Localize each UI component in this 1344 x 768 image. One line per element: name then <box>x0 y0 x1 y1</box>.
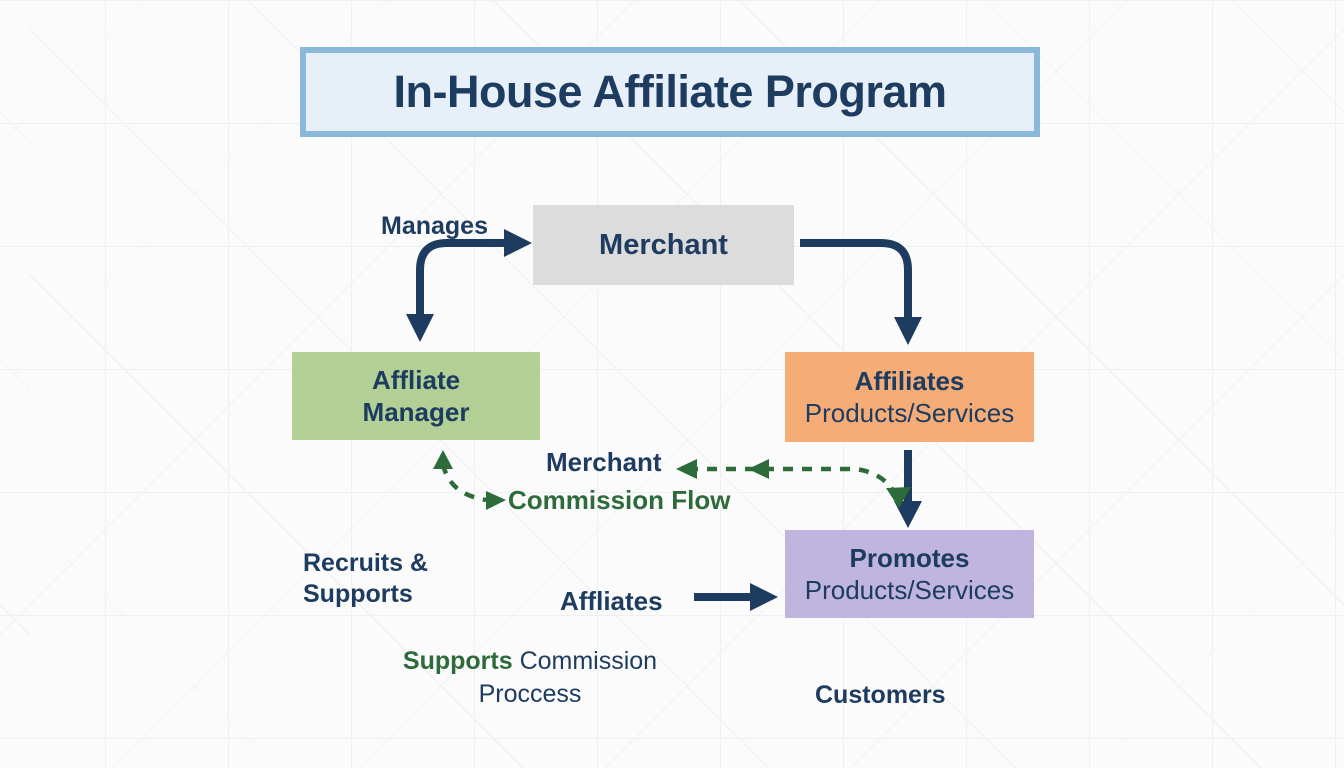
commission-flow-dashed-arrow <box>440 463 487 503</box>
manages-arrowhead-right <box>504 229 532 257</box>
node-affiliates: Affiliates Products/Services <box>785 352 1034 442</box>
affiliate-manager-line1: Affliate <box>371 364 461 395</box>
affiliates-line2: Products/Services <box>804 398 1015 428</box>
commission-flow-label: Commission Flow <box>508 485 731 515</box>
commission-dashed-arrowhead-up <box>433 450 453 469</box>
diagram-title: In-House Affiliate Program <box>300 47 1040 137</box>
recruits-line2: Supports <box>303 580 413 609</box>
affliates-horizontal-arrowhead <box>750 583 778 611</box>
affiliate-manager-line2: Manager <box>362 397 470 427</box>
merchant-label: Merchant <box>599 228 728 261</box>
promotes-line2: Products/Services <box>804 575 1015 605</box>
node-affiliate-manager: Affliate Manager <box>292 352 540 440</box>
manages-arrowhead-down <box>406 314 434 342</box>
diagram-title-text: In-House Affiliate Program <box>393 65 947 117</box>
merchant-commission-label: Merchant <box>546 447 662 477</box>
affliates-label: Affliates <box>560 586 663 616</box>
merchant-dashed-arrowhead-left-1 <box>676 459 697 479</box>
node-promotes: Promotes Products/Services <box>785 530 1034 618</box>
merchant-dashed-arrowhead-down <box>886 487 911 508</box>
supports-word: Supports <box>402 647 513 675</box>
affiliates-line1: Affiliates <box>854 365 965 396</box>
supports-commission-label: Supports Commission Proccess <box>400 645 660 710</box>
commission-word: Commission <box>519 647 658 675</box>
recruits-supports-label: Recruits & Supports <box>303 548 428 611</box>
merchant-to-affiliates-arrow <box>800 239 912 318</box>
manages-elbow-arrow <box>416 239 506 316</box>
supports-commission-line1: Supports Commission <box>400 645 660 678</box>
merchant-to-affiliates-arrowhead <box>894 317 922 345</box>
affiliates-to-promotes-arrowhead <box>894 501 922 528</box>
process-word: Proccess <box>478 679 582 708</box>
node-merchant: Merchant <box>533 205 794 285</box>
commission-dashed-arrowhead-right <box>486 491 506 510</box>
manages-label: Manages <box>381 212 488 240</box>
promotes-line1: Promotes <box>849 542 970 573</box>
merchant-dashed-arrowhead-left-2 <box>748 459 769 479</box>
customers-label: Customers <box>815 681 946 709</box>
recruits-line1: Recruits & <box>303 549 429 577</box>
